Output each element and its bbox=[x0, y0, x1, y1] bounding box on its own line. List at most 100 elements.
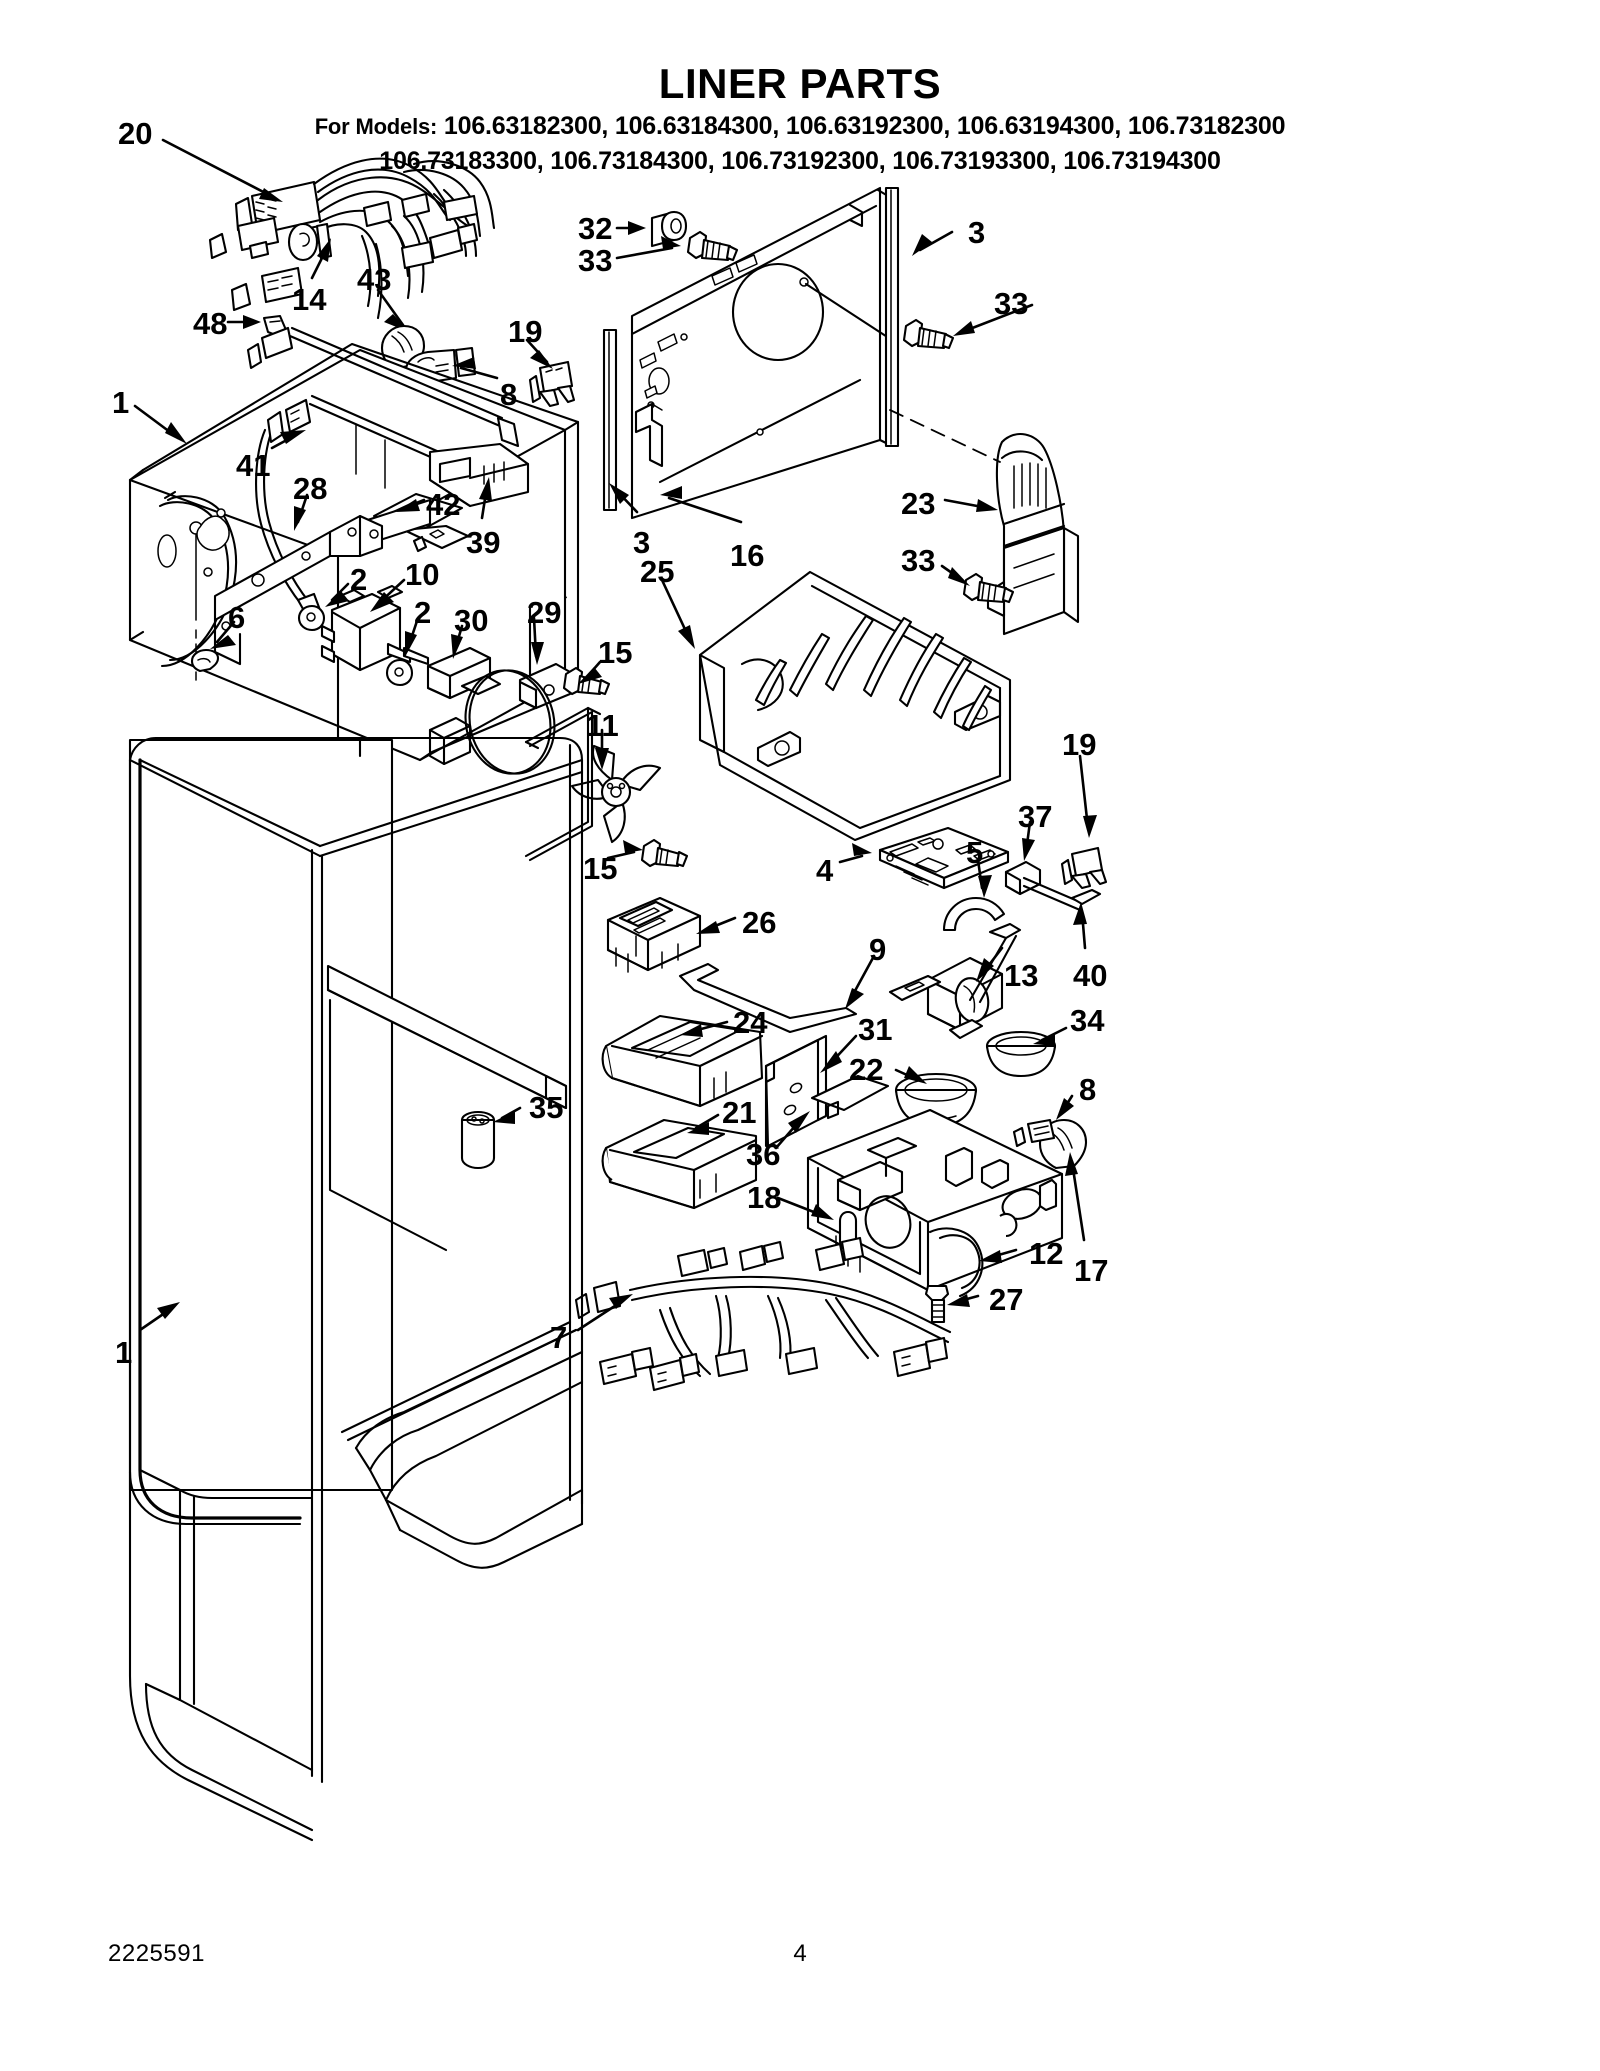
callout-34: 34 bbox=[1070, 1003, 1105, 1038]
part-24-chute-upper bbox=[601, 1014, 764, 1108]
callout-35: 35 bbox=[529, 1090, 564, 1125]
callout-36: 36 bbox=[746, 1137, 781, 1172]
callout-41: 41 bbox=[236, 448, 271, 483]
part-16-rear-panel bbox=[630, 186, 899, 520]
callout-22: 22 bbox=[849, 1052, 884, 1087]
leader-33a bbox=[615, 236, 681, 260]
part-20-wire-harness bbox=[208, 157, 496, 320]
part-33-screw-b bbox=[902, 318, 955, 350]
leader-3b bbox=[609, 483, 639, 514]
part-9-fill-tube bbox=[678, 962, 858, 1034]
part-33-screw-c bbox=[962, 572, 1015, 604]
callout-48: 48 bbox=[193, 306, 228, 341]
part-33-screw-a bbox=[686, 230, 739, 262]
leader-6 bbox=[210, 620, 236, 649]
leader-10 bbox=[370, 578, 406, 612]
leader-33b bbox=[953, 303, 1034, 336]
part-31-divider-panel bbox=[764, 1034, 828, 1148]
callout-19a: 19 bbox=[508, 314, 543, 349]
leader-19a bbox=[525, 338, 553, 369]
callout-43: 43 bbox=[357, 262, 392, 297]
callout-1a: 1 bbox=[112, 385, 130, 420]
leader-12 bbox=[979, 1248, 1018, 1263]
leader-29 bbox=[531, 616, 544, 665]
part-34-cap bbox=[985, 1030, 1057, 1078]
callout-13: 13 bbox=[1004, 958, 1039, 993]
callout-8a: 8 bbox=[500, 377, 518, 412]
part-11-fan-blade bbox=[570, 744, 662, 844]
callout-12: 12 bbox=[1029, 1236, 1064, 1271]
part-13-damper-assembly bbox=[888, 922, 1022, 1040]
part-32-bushing bbox=[650, 210, 688, 248]
part-1-upper-liner bbox=[128, 326, 611, 762]
part-5-tube bbox=[942, 896, 1006, 932]
models-line-2: 106.73183300, 106.73184300, 106.73192300… bbox=[379, 147, 1221, 175]
callout-23: 23 bbox=[901, 486, 936, 521]
models-line-1: For Models: 106.63182300, 106.63184300, … bbox=[0, 112, 1600, 141]
callout-18: 18 bbox=[747, 1180, 782, 1215]
page-number: 4 bbox=[793, 1940, 807, 1967]
leader-26 bbox=[696, 916, 737, 934]
callout-2b: 2 bbox=[414, 595, 432, 630]
part-8-bulb-lower bbox=[1012, 1118, 1088, 1170]
part-3-trim-strip-left bbox=[602, 328, 618, 512]
leader-2b bbox=[405, 616, 420, 657]
leader-17 bbox=[1065, 1152, 1086, 1242]
leader-2a bbox=[325, 582, 350, 607]
callout-37: 37 bbox=[1018, 799, 1053, 834]
leader-20 bbox=[161, 138, 283, 202]
leader-1a bbox=[133, 404, 187, 444]
callout-42: 42 bbox=[426, 487, 461, 522]
part-37-bracket bbox=[1004, 860, 1102, 912]
leader-9 bbox=[845, 954, 876, 1009]
leader-23 bbox=[943, 498, 998, 512]
leader-27 bbox=[947, 1294, 980, 1307]
leader-33c bbox=[940, 564, 970, 586]
callout-26: 26 bbox=[742, 905, 777, 940]
callout-29: 29 bbox=[527, 595, 562, 630]
part-19-switch-upper bbox=[528, 360, 576, 408]
leader-24 bbox=[680, 1020, 729, 1037]
part-21-chute-lower bbox=[601, 1118, 758, 1210]
part-27-screw bbox=[924, 1284, 950, 1324]
leader-30 bbox=[451, 624, 464, 659]
document-number: 2225591 bbox=[108, 1940, 205, 1967]
callout-10: 10 bbox=[405, 557, 440, 592]
callout-5: 5 bbox=[966, 835, 984, 870]
part-26-relay-box bbox=[606, 896, 702, 973]
part-1-lower-liner bbox=[128, 736, 584, 1842]
leader-40 bbox=[1073, 902, 1087, 950]
models-line-1-value: 106.63182300, 106.63184300, 106.63192300… bbox=[443, 112, 1286, 140]
callout-6: 6 bbox=[228, 600, 246, 635]
leader-41 bbox=[270, 430, 306, 450]
leader-48 bbox=[226, 315, 261, 329]
callout-15a: 15 bbox=[598, 635, 633, 670]
callout-32: 32 bbox=[578, 211, 613, 246]
callout-28: 28 bbox=[293, 471, 328, 506]
leader-25 bbox=[660, 578, 695, 649]
callout-14: 14 bbox=[292, 282, 327, 317]
leader-35 bbox=[493, 1106, 522, 1124]
part-15-screw-b bbox=[640, 838, 689, 868]
callout-20: 20 bbox=[118, 116, 153, 151]
leader-1b bbox=[138, 1302, 180, 1332]
leader-16 bbox=[660, 486, 743, 524]
leader-7 bbox=[576, 1294, 633, 1332]
callout-24: 24 bbox=[733, 1005, 768, 1040]
part-19-switch-lower bbox=[1060, 846, 1108, 890]
leader-34 bbox=[1033, 1026, 1068, 1046]
callout-33c: 33 bbox=[901, 543, 936, 578]
callout-11: 11 bbox=[586, 708, 619, 743]
leader-42 bbox=[396, 498, 426, 512]
callout-19b: 19 bbox=[1062, 727, 1097, 762]
leader-14 bbox=[310, 238, 331, 280]
callout-3b: 3 bbox=[633, 525, 651, 560]
callout-3a: 3 bbox=[968, 215, 986, 250]
leader-18 bbox=[776, 1196, 834, 1220]
leader-36 bbox=[774, 1111, 810, 1150]
callout-21: 21 bbox=[722, 1095, 757, 1130]
callout-30: 30 bbox=[454, 603, 489, 638]
page-title: LINER PARTS bbox=[658, 60, 942, 107]
